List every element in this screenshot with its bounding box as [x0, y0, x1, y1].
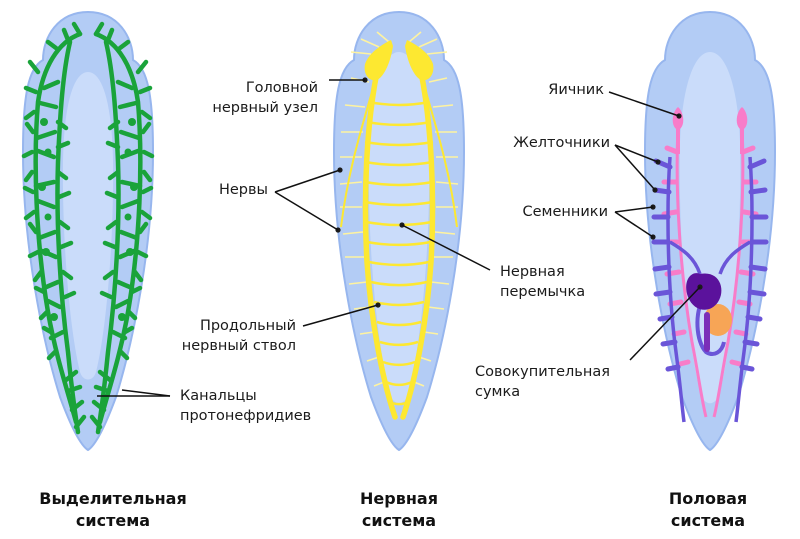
copulatory-apparatus — [686, 273, 732, 356]
vas-deferens — [666, 156, 754, 423]
label-head-ganglion: Головной нервный узел — [190, 78, 318, 118]
caption-nervous: Нервная система — [299, 488, 499, 532]
label-vitellaria: Желточники — [490, 133, 610, 153]
inner-body-area — [62, 72, 114, 380]
label-longitudinal-trunk: Продольный нервный ствол — [170, 316, 296, 356]
label-testes-text: Семенники — [522, 204, 608, 220]
label-longitudinal-trunk-line-1: Продольный — [199, 318, 296, 334]
label-commissure: Нервная перемычка — [500, 262, 585, 302]
excretory-system — [21, 11, 155, 451]
label-longitudinal-trunk-line-2: нервный ствол — [181, 338, 296, 354]
label-head-ganglion-line-1: Головной — [245, 80, 318, 96]
nervous-system — [333, 11, 465, 451]
lateral-nerves — [340, 73, 458, 228]
label-commissure-line-2: перемычка — [500, 284, 586, 300]
label-copulatory-bursa: Совокупительная сумка — [475, 362, 610, 402]
label-canals: Канальцы протонефридиев — [180, 386, 311, 426]
caption-excretory: Выделительная система — [13, 488, 213, 532]
label-ovary: Яичник — [500, 80, 604, 100]
label-testes: Семенники — [490, 202, 608, 222]
caption-reproductive-line-2: система — [670, 511, 746, 530]
label-canals-line-1: Канальцы — [180, 388, 257, 404]
nerve-commissures — [364, 100, 434, 406]
caption-excretory-line-1: Выделительная — [39, 489, 187, 508]
caption-excretory-line-2: система — [75, 511, 151, 530]
label-ovary-text: Яичник — [548, 82, 604, 98]
label-copulatory-bursa-line-2: сумка — [475, 384, 521, 400]
inner-body-area — [368, 52, 430, 404]
head-ganglia — [364, 40, 434, 81]
oviducts — [675, 126, 745, 418]
reproductive-system — [644, 11, 776, 451]
caption-reproductive: Половая система — [608, 488, 800, 532]
protonephridia-network — [21, 21, 155, 435]
caption-reproductive-line-1: Половая — [668, 489, 748, 508]
protonephridia-knots — [38, 118, 138, 321]
ovaries — [672, 107, 748, 154]
testes — [651, 158, 769, 372]
caption-nervous-line-2: система — [361, 511, 437, 530]
label-head-ganglion-line-2: нервный узел — [212, 100, 318, 116]
longitudinal-nerve-trunks — [362, 69, 436, 420]
label-commissure-line-1: Нервная — [500, 264, 565, 280]
caption-nervous-line-1: Нервная — [360, 489, 438, 508]
label-vitellaria-text: Желточники — [513, 135, 610, 151]
label-copulatory-bursa-line-1: Совокупительная — [475, 364, 610, 380]
label-nerves-text: Нервы — [218, 182, 268, 198]
label-canals-line-2: протонефридиев — [180, 408, 312, 424]
pointer-lines — [97, 79, 701, 397]
label-nerves: Нервы — [190, 180, 268, 200]
